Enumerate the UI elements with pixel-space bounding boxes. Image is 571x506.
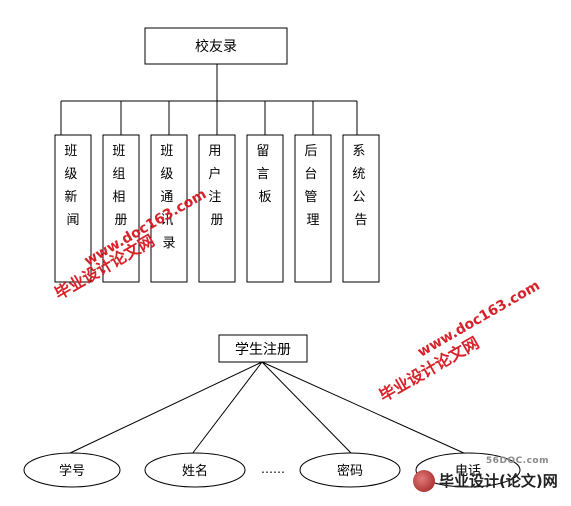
leaf-label-name: 姓名 — [182, 463, 208, 479]
leaf-node-student-id: 学号 — [23, 452, 121, 488]
root-node-label: 校友录 — [195, 38, 237, 55]
logo-emblem-icon — [413, 470, 435, 492]
top-tree-connectors — [60, 64, 358, 135]
bottom-tree-connectors — [67, 361, 467, 455]
leaf-ellipsis: …… — [261, 462, 285, 476]
logo-text: 毕业设计(论文)网 — [439, 472, 558, 490]
leaf-node-name: 姓名 — [144, 452, 246, 488]
child-label-class-directory: 班 级 通 讯 录 — [160, 144, 177, 251]
leaf-label-student-id: 学号 — [59, 463, 85, 479]
child-label-class-news: 班 级 新 闻 — [64, 144, 81, 228]
logo-domain: 56DOC.com — [485, 456, 549, 466]
child-label-user-register: 用 户 注 册 — [208, 144, 225, 228]
watermark-right: 毕业设计论文网 www.doc163.com — [376, 278, 543, 406]
root-node-alumni: 校友录 — [144, 27, 288, 65]
site-logo: 56DOC.com 毕业设计(论文)网 — [405, 456, 565, 500]
student-register-label: 学生注册 — [235, 342, 291, 358]
leaf-label-password: 密码 — [337, 463, 363, 479]
child-label-class-album: 班 组 相 册 — [112, 144, 129, 228]
child-node-admin: 后 台 管 理 — [294, 134, 332, 283]
watermark-left-url: www.doc163.com — [82, 186, 210, 269]
child-node-message-board: 留 言 板 — [246, 134, 284, 283]
child-node-class-directory: 班 级 通 讯 录 — [150, 134, 188, 283]
child-node-class-news: 班 级 新 闻 — [54, 134, 92, 283]
root-node-student-register: 学生注册 — [218, 334, 308, 363]
child-label-message-board: 留 言 板 — [256, 144, 273, 205]
child-label-admin: 后 台 管 理 — [304, 144, 321, 228]
child-node-user-register: 用 户 注 册 — [198, 134, 236, 283]
leaf-node-password: 密码 — [299, 452, 401, 488]
child-label-system-notice: 系 统 公 告 — [352, 144, 369, 228]
leaf-node-phone: 电话 — [415, 452, 521, 488]
child-node-system-notice: 系 统 公 告 — [342, 134, 380, 283]
child-node-class-album: 班 组 相 册 — [102, 134, 140, 283]
leaf-label-phone: 电话 — [455, 464, 481, 479]
